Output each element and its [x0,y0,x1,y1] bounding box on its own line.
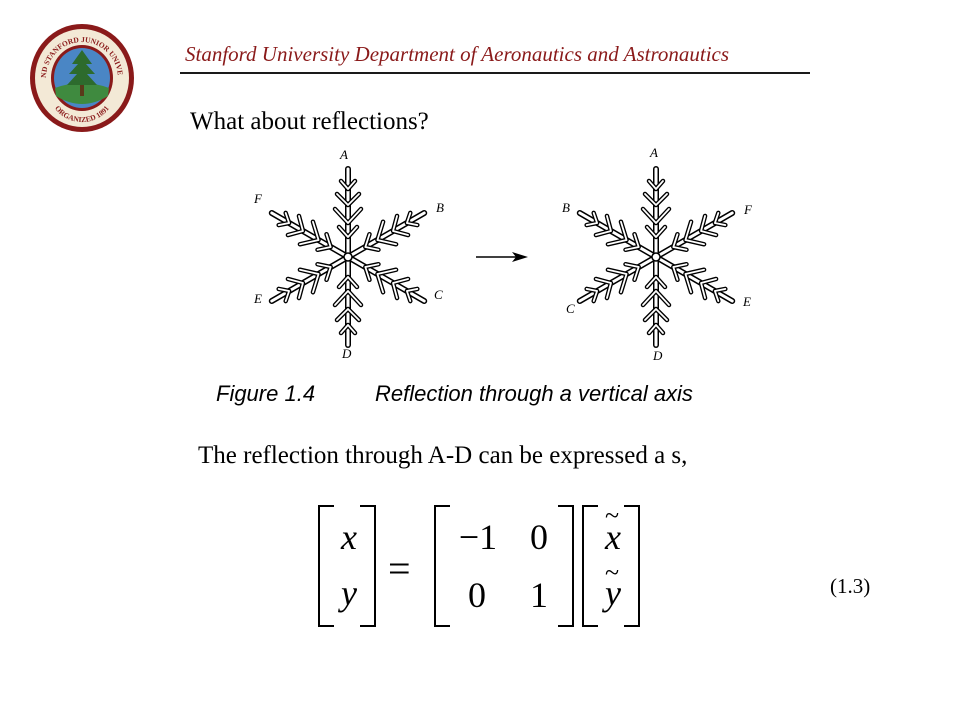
reflection-matrix-equation: x y = −1 0 0 1 x ~ y ~ [310,501,650,627]
snowflake-figure: A F B E C D A B F C E D [240,140,760,370]
left-snowflake [265,169,430,345]
right-label-upper-left: B [562,200,570,215]
figure-caption-number: Figure 1.4 [216,381,316,406]
left-label-bottom: D [341,346,352,361]
right-label-lower-right: E [742,294,751,309]
rhs-y-tilde: y [605,573,621,613]
right-label-top: A [649,145,658,160]
rhs-x-tilde-accent: ~ [605,501,620,530]
right-label-lower-left: C [566,301,575,316]
body-text: The reflection through A-D can be expres… [198,442,688,469]
right-snowflake [573,169,738,345]
rhs-y-tilde-accent: ~ [605,558,620,587]
right-label-bottom: D [652,348,663,363]
left-label-lower-right: C [434,287,443,302]
right-label-upper-right: F [743,202,753,217]
header-title: Stanford University Department of Aerona… [185,42,730,66]
figure-caption-text: Reflection through a vertical axis [375,381,693,406]
left-label-upper-right: B [436,200,444,215]
rhs-left-bracket [582,505,598,627]
matrix-left-bracket [434,505,450,627]
reflection-arrow [476,252,528,262]
matrix-cell-12: 0 [530,517,548,557]
lhs-left-bracket [318,505,334,627]
header-divider [180,72,810,74]
lhs-x: x [341,517,357,557]
lhs-y: y [341,573,357,613]
left-label-upper-left: F [253,191,263,206]
rhs-x-tilde: x [605,517,621,557]
matrix-cell-11: −1 [458,517,498,557]
left-label-lower-left: E [253,291,262,306]
equals-sign: = [388,546,411,591]
rhs-right-bracket [624,505,640,627]
lhs-right-bracket [360,505,376,627]
matrix-right-bracket [558,505,574,627]
slide-heading: What about reflections? [190,108,429,135]
left-label-top: A [339,147,348,162]
university-seal: LELAND STANFORD JUNIOR UNIVERSITY ORGANI… [25,15,136,134]
matrix-cell-22: 1 [530,575,548,615]
matrix-cell-21: 0 [468,575,486,615]
equation-number: (1.3) [830,574,871,598]
